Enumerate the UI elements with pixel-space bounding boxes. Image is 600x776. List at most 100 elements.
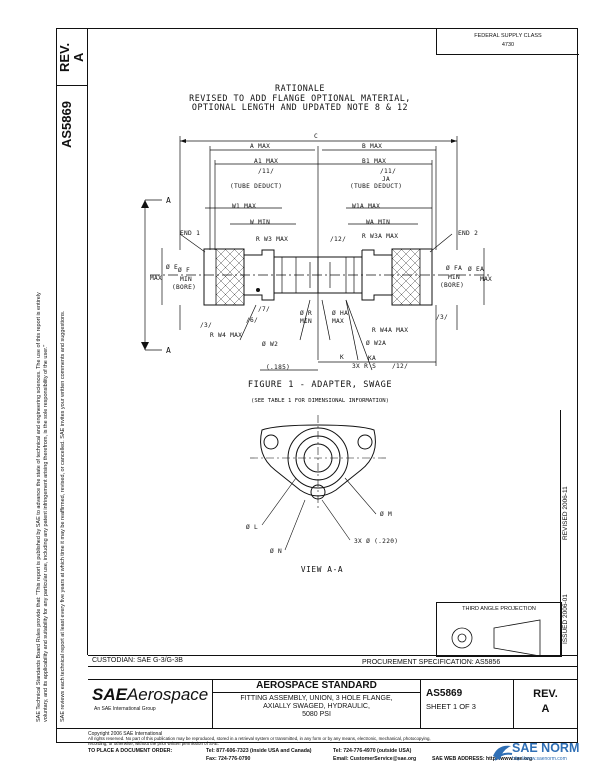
dim-r-min: Ø R [300,310,313,317]
logo-tagline: An SAE International Group [94,706,156,712]
rule-custodian-top [88,655,578,656]
section-a-top: A [166,196,172,205]
figure-note: (SEE TABLE 1 FOR DIMENSIONAL INFORMATION… [250,398,390,404]
footer-tel-1: Tel: 877-606-7323 (inside USA and Canada… [206,748,312,754]
standard-heading: AEROSPACE STANDARD [256,680,377,691]
dim-note11-right: /11/ [380,168,397,175]
third-angle-box: THIRD ANGLE PROJECTION [436,602,562,657]
dim-c: C [314,133,319,140]
logo-aerospace: Aerospace [126,685,209,704]
issue-strip-rule [560,410,561,655]
note-7: /7/ [258,306,271,313]
dim-ha-max: MAX [332,318,345,325]
dim-a1-max: A1 MAX [254,158,279,165]
sae-logo: SAEAerospace [92,685,208,705]
custodian: CUSTODIAN: SAE G-3/G-3B [92,657,183,664]
document-title: FITTING ASSEMBLY, UNION, 3 HOLE FLANGE, … [213,695,420,720]
title-block-bottom [56,728,578,729]
dim-ea: Ø EA [468,266,485,273]
procurement: PROCUREMENT SPECIFICATION: AS5856 [362,659,501,666]
third-angle-label: THIRD ANGLE PROJECTION [462,606,536,612]
border-top [56,28,578,29]
title-divider-3 [513,679,514,728]
dim-note12-top: /12/ [330,236,347,243]
border-right [577,28,578,743]
title-line-2: AXIALLY SWAGED, HYDRAULIC, [263,703,370,711]
dim-k: K [340,354,345,361]
dim-f-bore: (BORE) [172,284,197,291]
rev-value: A [541,703,550,715]
footer-rights: All rights reserved. No part of this pub… [88,736,431,741]
footer-web: SAE WEB ADDRESS: http://www.sae.org [432,756,533,762]
dim-e: Ø E [166,264,179,271]
doc-number: AS5869 [426,688,463,699]
footer-tel-2: Tel: 724-776-4970 (outside USA) [333,748,412,754]
dim-w1a-max: W1A MAX [352,203,381,210]
sae-norm-watermark: SAE NORM http://www.saenorm.com [490,740,598,766]
title-line-3: 5080 PSI [302,711,331,719]
footer-copyright: Copyright 2006 SAE International [88,731,163,737]
footer-email: Email: CustomerService@sae.org [333,756,417,762]
border-left [56,28,57,743]
dim-m: Ø M [380,511,393,518]
dim-w1-max: W1 MAX [232,203,257,210]
border-bottom [56,742,578,743]
logo-sae: SAE [92,685,127,704]
rule-custodian-bottom [88,666,578,667]
note-3-right: /3/ [436,314,449,321]
rationale: RATIONALE REVISED TO ADD FLANGE OPTIONAL… [180,83,420,113]
dim-r-w4-max: R W4 MAX [210,332,243,339]
dim-f: Ø F [178,267,191,274]
dim-r-w3-max: R W3 MAX [256,236,289,243]
watermark-logo-icon [493,745,513,761]
dim-ha: Ø HA [332,310,349,317]
title-heading-rule [212,692,421,693]
label-end-2: END 2 [458,230,479,237]
label-end-1: END 1 [180,230,201,237]
section-a-bottom: A [166,346,172,355]
footer-rights-2: recording, or otherwise, without the pri… [88,741,220,746]
dim-3x-rs: 3X R S [352,363,377,370]
sheet-number: SHEET 1 OF 3 [426,702,476,711]
fsc-line-2: 4730 [501,42,515,48]
rule-title-top [88,679,578,680]
dim-a-max: A MAX [250,143,271,150]
dim-wa-min: WA MIN [366,219,391,226]
view-label: VIEW A-A [300,565,344,574]
dim-r-w3a-max: R W3A MAX [362,233,399,240]
rationale-line-1: REVISED TO ADD FLANGE OPTIONAL MATERIAL, [189,92,411,103]
title-line-1: FITTING ASSEMBLY, UNION, 3 HOLE FLANGE, [240,695,393,702]
dim-w2a: Ø W2A [366,340,387,347]
note-6: /6/ [246,317,259,324]
dim-fa-bore: (BORE) [440,282,465,289]
rationale-title: RATIONALE [275,83,325,93]
dim-tube-deduct-right: (TUBE DEDUCT) [350,183,403,190]
dim-fa: Ø FA [446,265,463,272]
dim-b1-max: B1 MAX [362,158,387,165]
issued-date: ISSUED 2006-01 [562,594,569,644]
dim-ea-max: MAX [480,276,493,283]
dim-e-max-label: MAX [150,275,163,282]
figure-caption: FIGURE 1 - ADAPTER, SWAGE [247,380,393,390]
dim-ja: JA [382,176,391,183]
watermark-url: http://www.saenorm.com [512,756,567,762]
dim-n: Ø N [270,548,283,555]
fsc-box: FEDERAL SUPPLY CLASS 4730 [436,28,579,55]
revised-date: REVISED 2006-11 [562,486,569,540]
footer-fax: Fax: 724-776-0790 [206,756,251,762]
dim-w-min: W MIN [250,219,271,226]
fsc-line-1: FEDERAL SUPPLY CLASS [474,33,542,39]
title-divider-1 [212,679,213,728]
dim-l: Ø L [246,524,259,531]
rationale-line-2: OPTIONAL LENGTH AND UPDATED NOTE 8 & 12 [191,102,409,112]
dim-w2: Ø W2 [262,341,279,348]
left-column-divider [56,85,88,86]
dim-tube-deduct-left: (TUBE DEDUCT) [230,183,283,190]
dim-r-min-label: MIN [300,318,313,325]
footer-order-label: TO PLACE A DOCUMENT ORDER: [88,748,173,754]
dim-ka: KA [368,355,377,362]
left-column-rule [87,28,88,655]
dim-note11-left: /11/ [258,168,275,175]
dim-3x-holes: 3X Ø (.220) [354,538,399,545]
